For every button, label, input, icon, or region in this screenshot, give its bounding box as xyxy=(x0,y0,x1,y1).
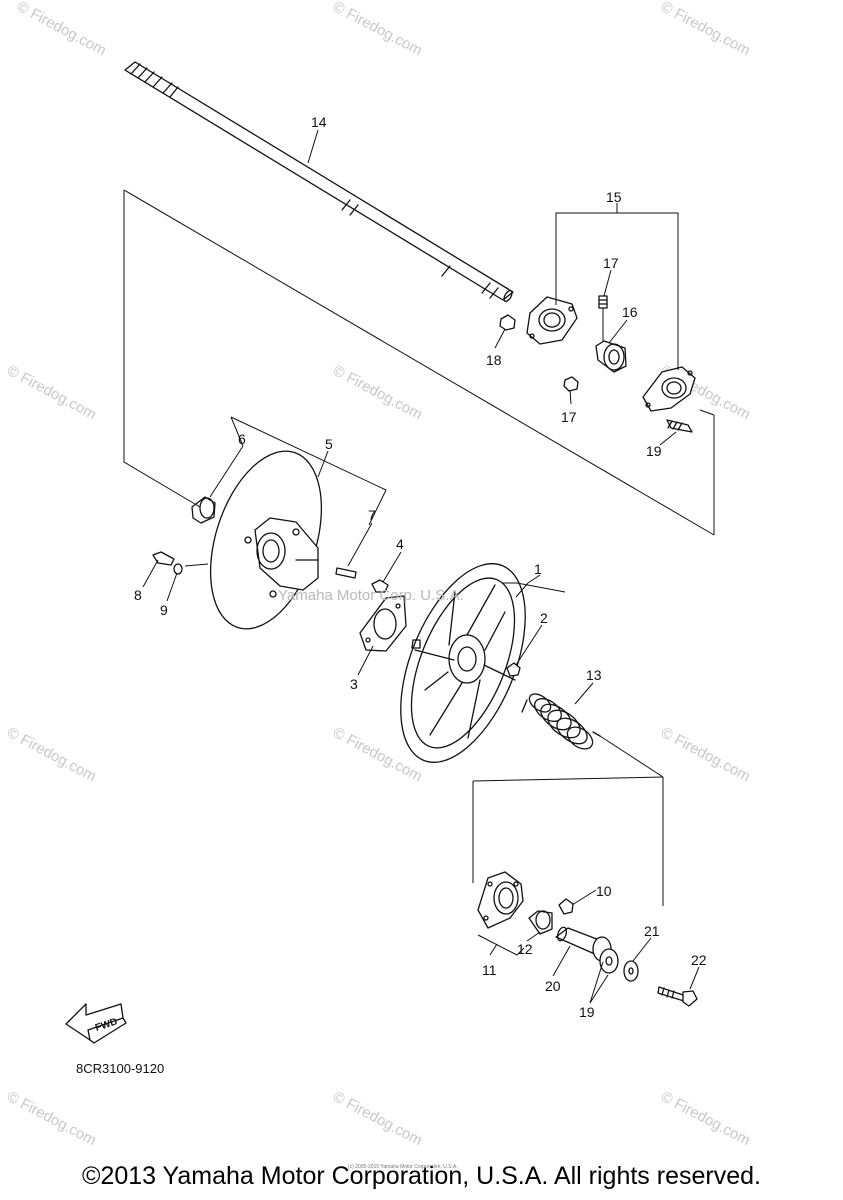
callout-12: 12 xyxy=(517,941,533,957)
callout-4: 4 xyxy=(396,536,404,552)
callout-6: 6 xyxy=(238,431,246,447)
callout-20: 19 xyxy=(579,1004,595,1020)
washer xyxy=(623,960,639,982)
nut xyxy=(499,314,516,331)
bolt xyxy=(657,986,698,1007)
callout-14: 14 xyxy=(311,114,327,130)
nut xyxy=(558,898,574,915)
copyright-footer: ©2013 Yamaha Motor Corporation, U.S.A. A… xyxy=(82,1162,761,1190)
drive-shaft xyxy=(124,61,514,303)
washer xyxy=(173,563,183,575)
movable-sheave xyxy=(400,563,526,763)
callout-1: 1 xyxy=(534,561,542,577)
callout-19: 18 xyxy=(486,352,502,368)
bearing xyxy=(595,340,627,373)
callout-16: 16 xyxy=(622,304,638,320)
callout-3: 3 xyxy=(350,676,358,692)
callout-9: 9 xyxy=(160,602,168,618)
gasket-plate xyxy=(359,595,407,652)
roller xyxy=(592,936,619,974)
bushing xyxy=(528,910,553,935)
callout-18: 19 xyxy=(646,443,662,459)
spring xyxy=(521,693,601,750)
callout-11: 11 xyxy=(482,962,497,978)
screw xyxy=(506,662,521,677)
callout-2: 2 xyxy=(540,610,548,626)
callout-7: 7 xyxy=(368,507,376,523)
pin xyxy=(335,567,357,579)
bearing-housing xyxy=(526,296,696,412)
callout-17: 17 xyxy=(603,255,619,271)
callout-23: 22 xyxy=(691,952,707,968)
small-copyright: (c) 2005-2015 Yamaha Motor Corporation, … xyxy=(348,1164,458,1170)
callout-5: 5 xyxy=(325,436,333,452)
grease-nipple xyxy=(563,295,608,392)
bushing xyxy=(191,496,216,524)
callout-22: 21 xyxy=(644,923,660,939)
callout-13: 13 xyxy=(586,667,602,683)
fwd-arrow-icon xyxy=(65,1003,127,1044)
screw xyxy=(371,579,389,593)
center-watermark: Yamaha Motor Corp. U.S.A. xyxy=(278,587,464,604)
part-code: 8CR3100-9120 xyxy=(76,1061,165,1076)
callout-21: 20 xyxy=(545,978,561,994)
cam-housing xyxy=(477,871,524,929)
fixed-sheave xyxy=(209,450,323,630)
callout-8: 8 xyxy=(134,587,142,603)
bolt xyxy=(666,419,693,433)
leader-lines xyxy=(123,129,715,1004)
callout-15: 15 xyxy=(606,189,622,205)
callout-17: 17 xyxy=(561,409,577,425)
callout-10: 10 xyxy=(596,883,612,899)
